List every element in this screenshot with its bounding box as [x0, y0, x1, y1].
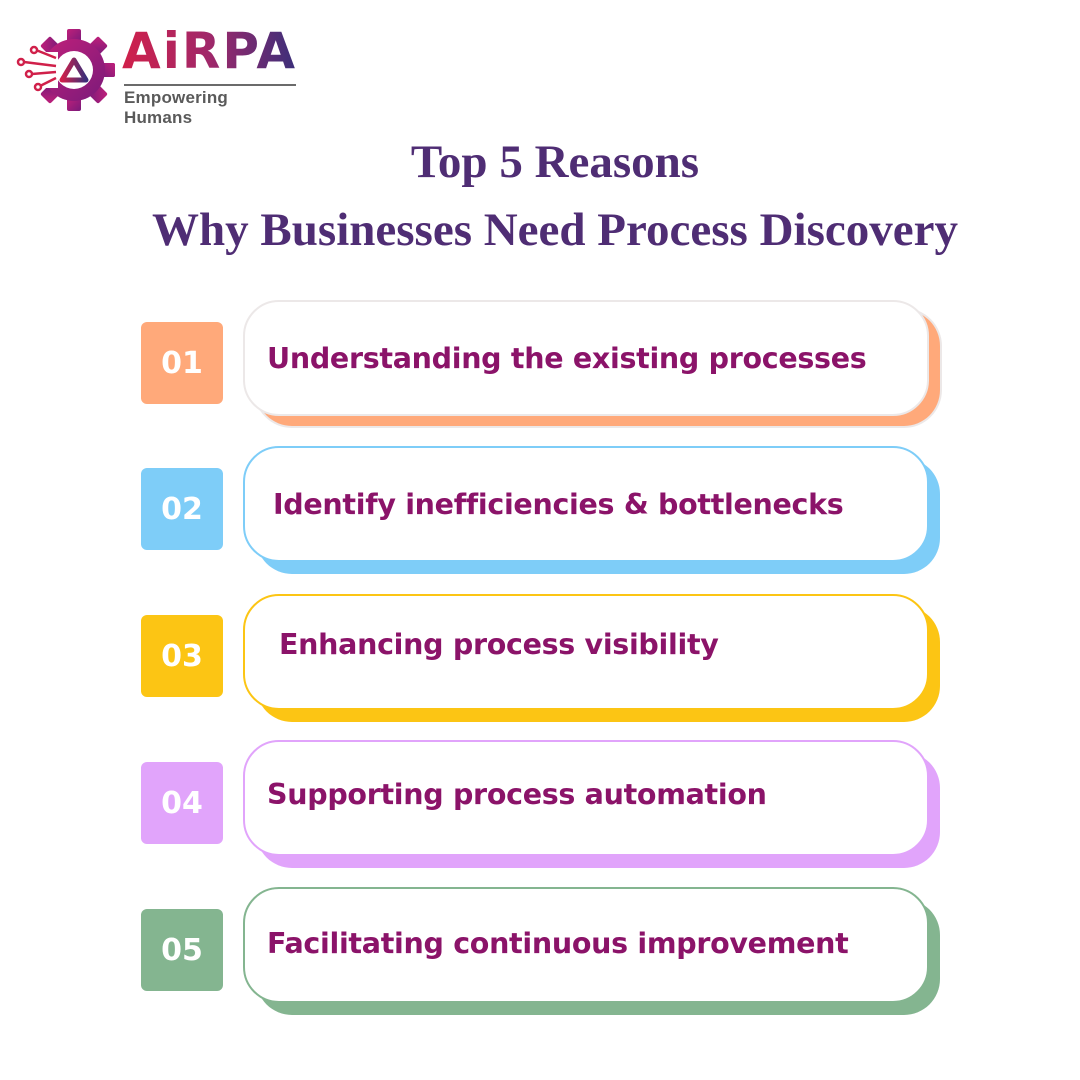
reason-item-2: 02 Identify inefficiencies & bottlenecks [141, 446, 941, 576]
logo-tagline: Empowering Humans [124, 88, 229, 127]
page-title: Top 5 Reasons Why Businesses Need Proces… [0, 128, 1080, 264]
reason-item-1: 01 Understanding the existing processes [141, 300, 941, 430]
gear-circuit-logo-icon [16, 29, 115, 111]
reason-card: Identify inefficiencies & bottlenecks [243, 446, 929, 562]
reason-card: Understanding the existing processes [243, 300, 929, 416]
reason-text: Enhancing process visibility [279, 627, 719, 661]
reason-text: Understanding the existing processes [267, 341, 867, 375]
number-badge: 05 [141, 909, 223, 991]
title-line-2: Why Businesses Need Process Discovery [152, 204, 958, 256]
number-badge: 04 [141, 762, 223, 844]
logo-divider [124, 84, 296, 86]
number-badge: 01 [141, 322, 223, 404]
reason-card: Enhancing process visibility [243, 594, 929, 710]
reason-text: Facilitating continuous improvement [267, 926, 849, 960]
logo-wordmark: AiRPA [122, 22, 298, 80]
reason-item-3: 03 Enhancing process visibility [141, 594, 941, 724]
number-badge: 03 [141, 615, 223, 697]
reason-text: Supporting process automation [267, 777, 767, 811]
reason-card: Facilitating continuous improvement [243, 887, 929, 1003]
reason-item-4: 04 Supporting process automation [141, 740, 941, 870]
reason-card: Supporting process automation [243, 740, 929, 856]
title-line-1: Top 5 Reasons [410, 136, 700, 188]
number-badge: 02 [141, 468, 223, 550]
brand-logo: AiRPA Empowering Humans [10, 22, 300, 127]
reason-item-5: 05 Facilitating continuous improvement [141, 887, 941, 1017]
reason-text: Identify inefficiencies & bottlenecks [273, 487, 844, 521]
